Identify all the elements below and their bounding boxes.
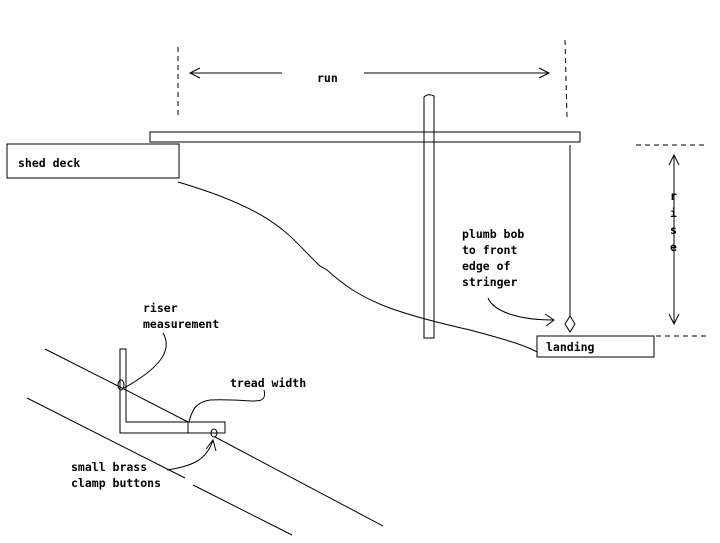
- shed-deck-label: shed deck: [18, 156, 80, 170]
- framing-square-tread-arm: [187, 421, 226, 434]
- plumb-bob-note-line: edge of: [462, 259, 511, 273]
- rise-arrowhead-top: [668, 153, 680, 166]
- rise-arrowhead-bottom: [668, 313, 680, 326]
- plumb-bob-leader-arrowhead: [544, 313, 555, 327]
- framing-square-diagonal: [119, 386, 189, 423]
- rise-letter-4: e: [670, 240, 677, 254]
- plumb-bob-note: plumb bob to front edge of stringer: [462, 227, 531, 289]
- plumb-bob-note-line: to front: [462, 243, 517, 257]
- rise-letter-1: r: [670, 189, 677, 203]
- rise-letter-3: s: [670, 223, 677, 237]
- riser-measurement-line: riser: [143, 301, 178, 315]
- run-arrowhead-left: [188, 67, 201, 79]
- level-board: [149, 131, 581, 143]
- vertical-post: [423, 94, 435, 339]
- tread-width-leader: [188, 389, 266, 423]
- clamp-buttons-leader: [166, 439, 214, 471]
- run-arrowhead-right: [538, 67, 551, 79]
- stringer-bottom-edge-right: [192, 484, 293, 536]
- riser-measurement-note: riser measurement: [143, 301, 219, 331]
- clamp-button-lower-icon: [210, 428, 218, 438]
- stringer-top-edge-left: [44, 348, 121, 388]
- plumb-bob-icon: [564, 315, 576, 333]
- stringer-top-edge-right: [214, 436, 384, 527]
- clamp-buttons-line: small brass: [71, 460, 147, 474]
- clamp-buttons-note: small brass clamp buttons: [71, 460, 161, 490]
- plumb-bob-leader: [487, 297, 554, 321]
- riser-measurement-leader: [123, 332, 167, 389]
- framing-square-riser-arm: [119, 348, 189, 434]
- landing-box: [536, 335, 655, 358]
- stringer-bottom-edge-left: [26, 397, 186, 479]
- clamp-buttons-leader-arrowhead: [205, 438, 217, 452]
- plumb-bob-note-line: plumb bob: [462, 227, 524, 241]
- rise-label: r i s e: [670, 189, 684, 254]
- plumb-bob-note-line: stringer: [462, 275, 517, 289]
- stringer-curve: [177, 181, 538, 353]
- rise-letter-2: i: [670, 206, 677, 220]
- tread-width-label: tread width: [230, 376, 306, 390]
- clamp-buttons-line: clamp buttons: [71, 476, 161, 490]
- landing-label: landing: [546, 340, 595, 354]
- run-label: run: [317, 71, 338, 85]
- run-right-extension-line: [564, 39, 568, 119]
- shed-deck-box: [6, 143, 180, 179]
- clamp-button-upper-icon: [117, 379, 125, 391]
- riser-measurement-line: measurement: [143, 317, 219, 331]
